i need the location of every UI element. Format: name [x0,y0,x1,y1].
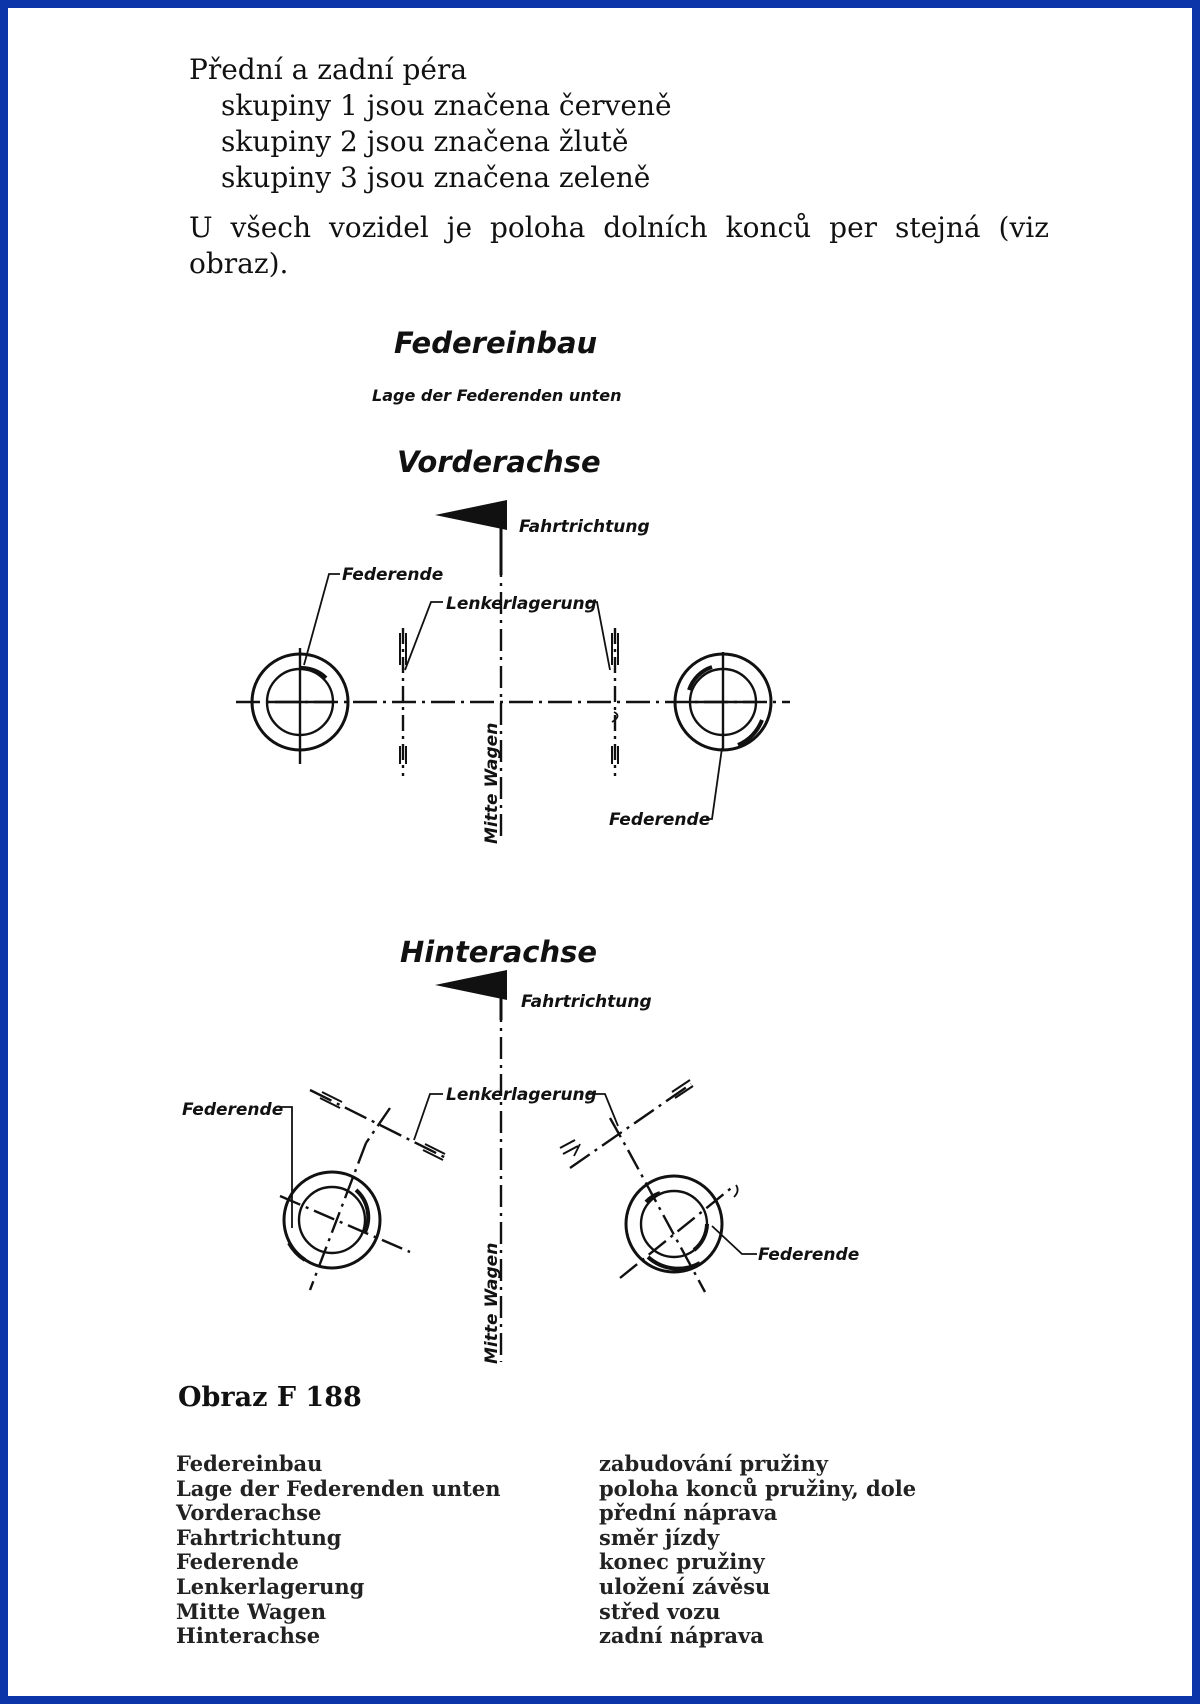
glossary-term-de: Fahrtrichtung [176,1524,342,1550]
rear-left-link-bearing [309,1088,447,1161]
glossary-term-de: Vorderachse [176,1500,322,1526]
front-left-link-bearing [399,628,407,776]
drawing-subtitle: Lage der Federenden unten [372,386,622,405]
glossary-term-de: Federeinbau [176,1451,323,1476]
rear-left-spring-end-leader [280,1106,293,1228]
glossary-term-cs: střed vozu [599,1598,721,1624]
front-link-bearing-leader-right [586,601,611,671]
front-left-spring [250,648,350,764]
glossary-term-de: Lage der Federenden unten [176,1475,501,1501]
glossary-term-cs: konec pružiny [599,1549,765,1575]
rear-axle-diagram [279,970,757,1362]
intro-note: U všech vozidel je poloha dolních konců … [189,211,1049,280]
rear-right-spring-end-leader [711,1225,757,1255]
rear-direction-label: Fahrtrichtung [521,992,652,1012]
front-right-spring [673,652,773,752]
glossary-term-de: Federende [176,1549,299,1575]
rear-link-bearing-leader-right [587,1093,619,1127]
rear-right-spring-end-label: Federende [758,1245,859,1265]
front-left-spring-end-leader [303,573,340,666]
front-left-spring-end-label: Federende [342,565,443,585]
intro-heading: Přední a zadní péra [189,53,468,86]
glossary-term-cs: poloha konců pružiny, dole [599,1475,917,1501]
spring-diagram-svg: Federeinbau Lage der Federenden unten Vo… [182,326,859,1364]
glossary-term-de: Hinterachse [176,1623,321,1649]
front-right-spring-end-leader [706,747,723,820]
glossary-term-cs: uložení závěsu [599,1573,771,1599]
intro-text: Přední a zadní péra skupiny 1 jsou znače… [189,52,1049,282]
rear-right-link-bearing [559,1079,694,1169]
glossary-table: Federeinbau zabudování pružiny Lage der … [176,1451,976,1649]
front-link-bearing-leader-left [404,601,443,671]
rear-axle-title: Hinterachse [400,935,597,969]
rear-left-spring [279,1107,411,1291]
rear-left-spring-end-label: Federende [182,1100,283,1120]
group-2-text: skupiny 2 jsou značena žlutě [221,125,629,158]
glossary-term-cs: zadní náprava [599,1623,764,1649]
front-right-link-bearing [611,628,619,776]
rear-right-spring [608,1117,739,1293]
rear-center-label: Mitte Wagen [482,1243,502,1364]
front-direction-label: Fahrtrichtung [519,517,650,537]
rear-link-bearing-label: Lenkerlagerung [446,1085,597,1105]
front-center-label: Mitte Wagen [482,723,502,844]
spring-installation-drawing: Federeinbau Lage der Federenden unten Vo… [0,300,1200,1390]
glossary-term-de: Mitte Wagen [176,1598,326,1624]
front-axle-title: Vorderachse [397,445,601,479]
glossary-term-de: Lenkerlagerung [176,1573,365,1599]
glossary-term-cs: směr jízdy [599,1524,720,1550]
front-axle-diagram [236,500,790,838]
glossary-term-cs: přední náprava [599,1500,778,1526]
group-3-text: skupiny 3 jsou značena zeleně [221,161,651,194]
glossary-term-cs: zabudování pružiny [599,1451,828,1476]
rear-link-bearing-leader-left [413,1093,443,1141]
drawing-title: Federeinbau [394,326,597,360]
group-1-text: skupiny 1 jsou značena červeně [221,89,672,122]
front-link-bearing-label: Lenkerlagerung [446,594,597,614]
front-right-spring-end-label: Federende [609,810,710,830]
figure-caption: Obraz F 188 [178,1382,362,1413]
